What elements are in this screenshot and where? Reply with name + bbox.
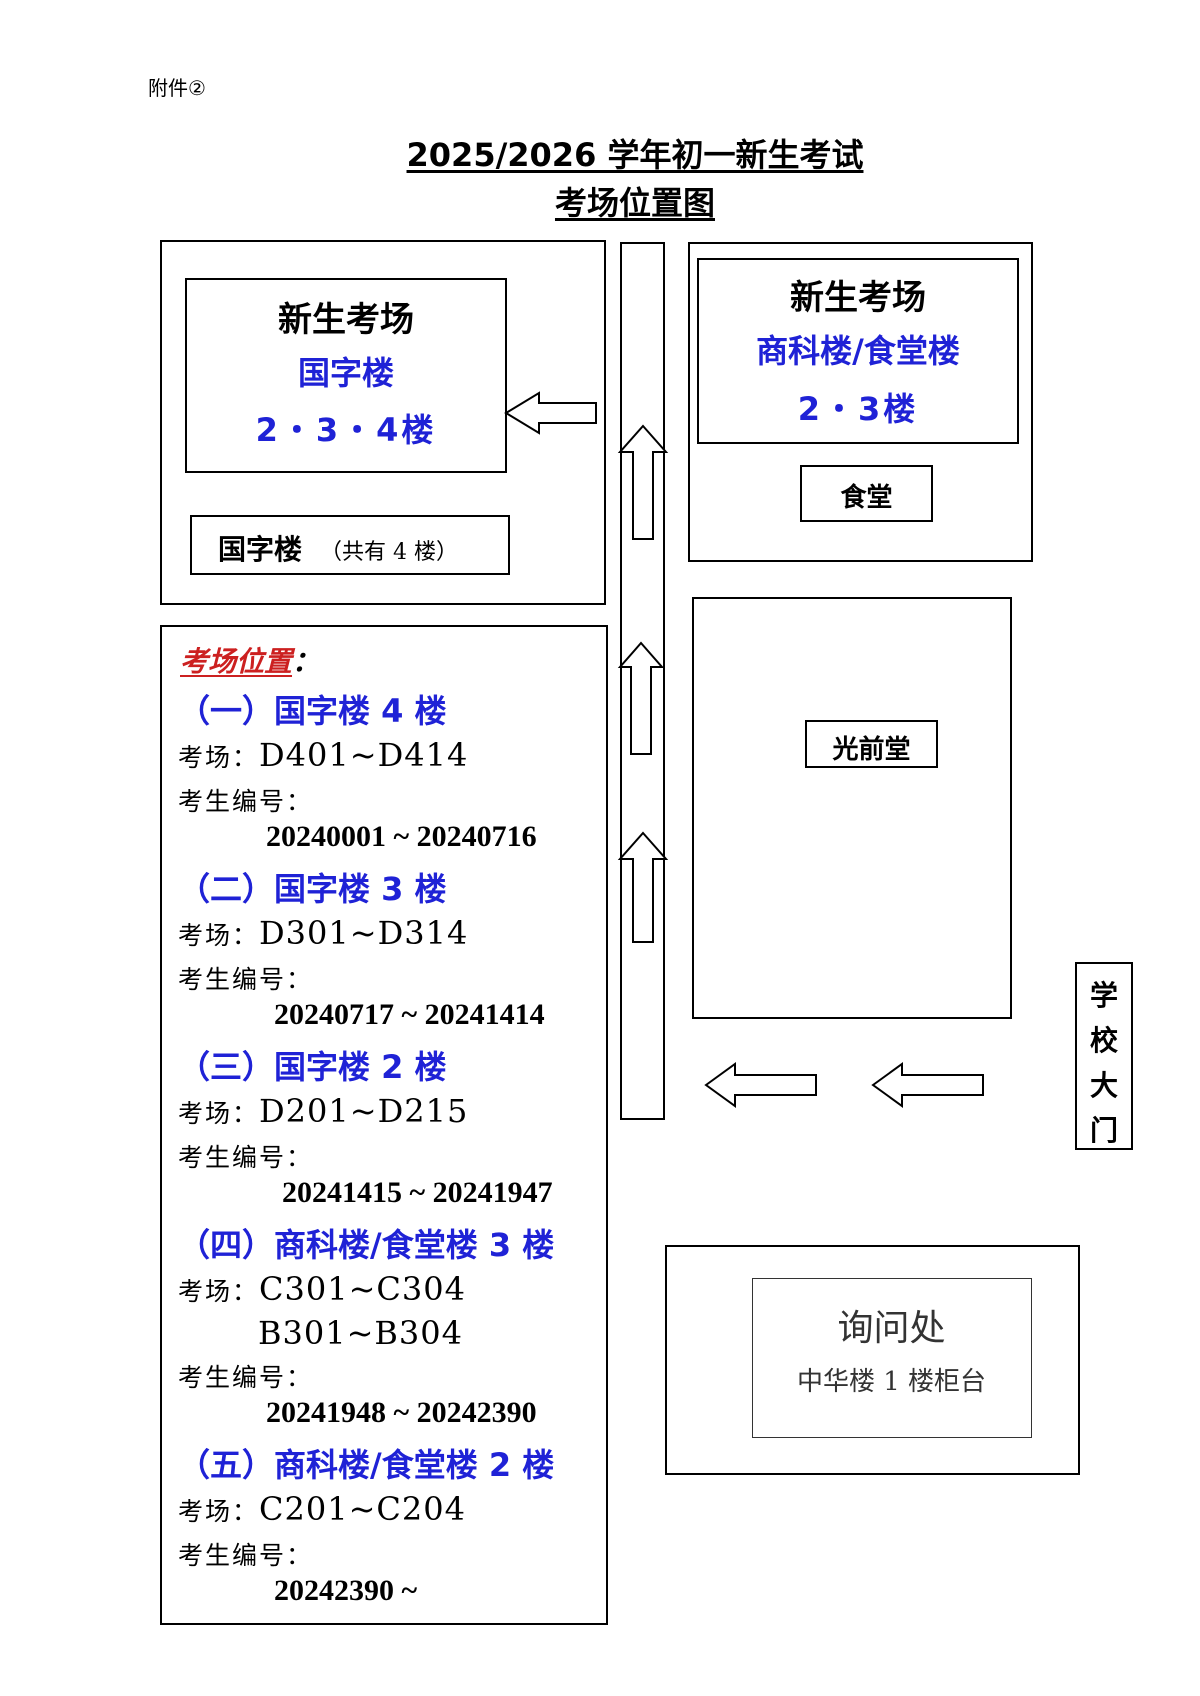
locations-colon: ： (292, 645, 321, 678)
enquiry-outline (665, 1245, 1080, 1475)
room-row: 考场：D401~D414 (178, 736, 468, 774)
arrow-up-icon (617, 831, 669, 943)
exam-venue-commerce: 新生考场 商科楼/食堂楼 2・3楼 (697, 258, 1019, 444)
room-row: 考场：D201~D215 (178, 1092, 468, 1130)
exam-locations-panel (160, 625, 608, 1625)
attachment-label: 附件② (148, 76, 206, 100)
school-gate: 学 校 大 门 (1075, 962, 1133, 1150)
guozi-label-note: （共有 4 楼） (320, 540, 458, 565)
locations-header: 考场位置 (180, 645, 293, 678)
room-range: C301~C304 (259, 1270, 466, 1308)
section-heading: （四）商科楼/食堂楼 3 楼 (178, 1226, 555, 1264)
canteen-label: 食堂 (800, 465, 933, 522)
hall-building (692, 597, 1012, 1019)
id-label: 考生编号： (178, 1363, 314, 1392)
room-range: D301~D314 (259, 914, 469, 952)
section-heading: （五）商科楼/食堂楼 2 楼 (178, 1446, 555, 1484)
room-row: 考场：C201~C204 (178, 1490, 466, 1528)
hall-label: 光前堂 (805, 720, 938, 768)
id-label: 考生编号： (178, 1541, 314, 1570)
room-label: 考场： (178, 1497, 260, 1526)
arrow-left-icon (704, 1062, 817, 1108)
room-label: 考场： (178, 921, 260, 950)
venue-floors: 2・3楼 (797, 390, 919, 428)
room-range: D201~D215 (259, 1092, 469, 1130)
id-range: 20240717 ~ 20241414 (274, 998, 545, 1031)
venue-heading: 新生考场 (278, 300, 414, 340)
id-range: 20242390 ~ (274, 1574, 418, 1607)
id-label: 考生编号： (178, 965, 314, 994)
room-range: C201~C204 (259, 1490, 466, 1528)
id-range: 20241415 ~ 20241947 (282, 1176, 553, 1209)
room-label: 考场： (178, 1099, 260, 1128)
guozi-label-name: 国字楼 (218, 533, 303, 566)
enquiry-title: 询问处 (837, 1308, 946, 1349)
guozi-building-label: 国字楼 （共有 4 楼） (190, 515, 510, 575)
room-label: 考场： (178, 1277, 260, 1306)
enquiry-desk: 询问处 中华楼 1 楼柜台 (752, 1278, 1032, 1438)
room-row: 考场：C301~C304 (178, 1270, 466, 1308)
arrow-left-icon (504, 391, 597, 435)
exam-venue-guozi: 新生考场 国字楼 2・3・4楼 (185, 278, 507, 473)
section-heading: （三）国字楼 2 楼 (178, 1048, 447, 1086)
arrow-left-icon (871, 1062, 984, 1108)
room-label: 考场： (178, 743, 260, 772)
room-range: B301~B304 (258, 1314, 463, 1352)
id-label: 考生编号： (178, 787, 314, 816)
enquiry-location: 中华楼 1 楼柜台 (796, 1367, 987, 1397)
id-label: 考生编号： (178, 1143, 314, 1172)
arrow-up-icon (617, 424, 669, 540)
id-range: 20241948 ~ 20242390 (266, 1396, 537, 1429)
id-range: 20240001 ~ 20240716 (266, 820, 537, 853)
room-row: 考场：D301~D314 (178, 914, 468, 952)
venue-building-name: 国字楼 (297, 354, 394, 392)
venue-floors: 2・3・4楼 (255, 411, 437, 449)
room-range: D401~D414 (259, 736, 469, 774)
arrow-up-icon (617, 641, 665, 755)
title-line-2: 考场位置图 (554, 184, 715, 222)
corridor (620, 242, 665, 1120)
section-heading: （二）国字楼 3 楼 (178, 870, 447, 908)
section-heading: （一）国字楼 4 楼 (178, 692, 447, 730)
venue-building-name: 商科楼/食堂楼 (756, 332, 960, 370)
title-line-1: 2025/2026 学年初一新生考试 (406, 136, 864, 174)
venue-heading: 新生考场 (790, 278, 926, 318)
